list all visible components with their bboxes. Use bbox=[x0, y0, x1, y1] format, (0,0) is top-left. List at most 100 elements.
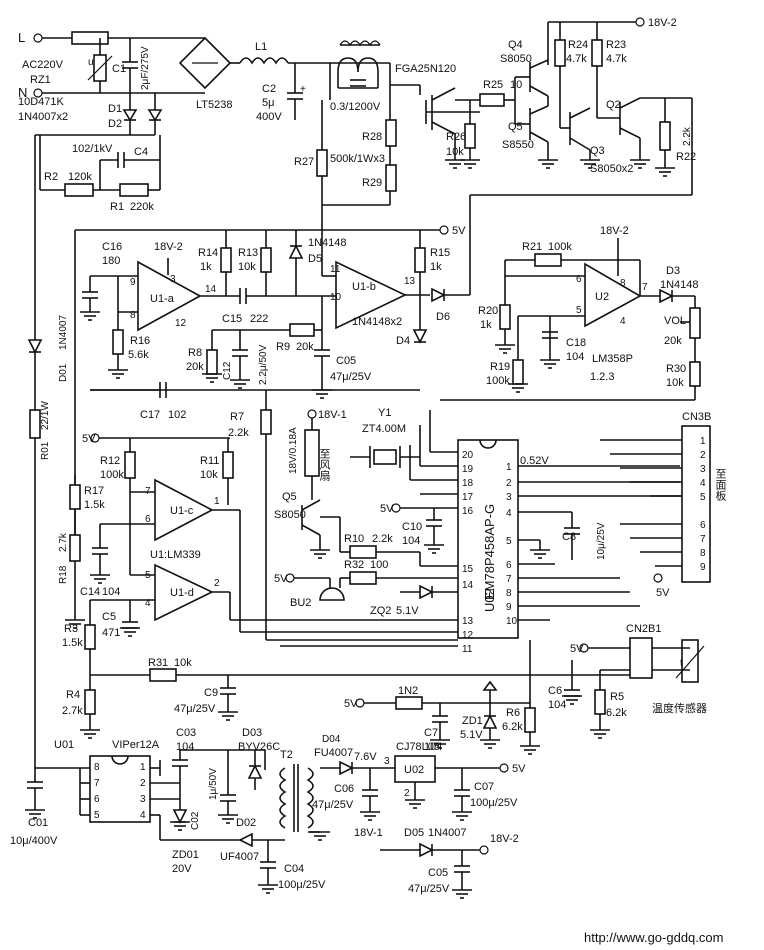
svg-text:1k: 1k bbox=[200, 261, 212, 273]
svg-text:R12: R12 bbox=[100, 455, 120, 467]
resistor-r8 bbox=[206, 349, 218, 375]
svg-text:16: 16 bbox=[462, 506, 474, 517]
svg-text:R23: R23 bbox=[606, 39, 626, 51]
source-url: http://www.go-gddq.com bbox=[584, 930, 723, 945]
svg-text:5V: 5V bbox=[452, 225, 466, 237]
svg-text:100k: 100k bbox=[486, 375, 510, 387]
svg-text:471: 471 bbox=[102, 627, 120, 639]
svg-text:1: 1 bbox=[214, 496, 220, 507]
svg-text:1μ/50V: 1μ/50V bbox=[208, 768, 219, 800]
supply-feed: D01 1N4007 R01 22/1W bbox=[27, 135, 69, 768]
svg-text:R9: R9 bbox=[276, 341, 290, 353]
svg-text:2: 2 bbox=[140, 778, 146, 789]
resistor-r7 bbox=[260, 409, 272, 435]
resistor-r30 bbox=[689, 361, 701, 387]
resistor-r22 bbox=[659, 121, 671, 151]
svg-text:100μ/25V: 100μ/25V bbox=[278, 879, 326, 891]
fan-relay bbox=[304, 429, 320, 477]
svg-text:C15: C15 bbox=[222, 313, 242, 325]
svg-text:47μ/25V: 47μ/25V bbox=[408, 883, 450, 895]
resistor-r27 bbox=[316, 149, 328, 177]
svg-text:10k: 10k bbox=[446, 146, 464, 158]
panel-label: 至面板 bbox=[714, 468, 727, 502]
resistor-r6 bbox=[524, 707, 536, 733]
svg-text:7: 7 bbox=[94, 778, 100, 789]
resistor-r01 bbox=[29, 409, 41, 439]
svg-text:1k: 1k bbox=[480, 319, 492, 331]
svg-text:+: + bbox=[300, 84, 306, 95]
svg-text:R28: R28 bbox=[362, 131, 382, 143]
svg-text:C2: C2 bbox=[262, 83, 276, 95]
diode-d4 bbox=[412, 329, 428, 344]
svg-text:4: 4 bbox=[700, 478, 706, 489]
svg-text:13: 13 bbox=[404, 276, 416, 287]
resistor-r32 bbox=[349, 571, 377, 585]
regulator-u02 bbox=[394, 755, 436, 783]
svg-text:5V: 5V bbox=[656, 587, 670, 599]
svg-text:R29: R29 bbox=[362, 177, 382, 189]
svg-text:3: 3 bbox=[384, 756, 390, 767]
svg-text:D5: D5 bbox=[308, 253, 322, 265]
svg-text:R13: R13 bbox=[238, 247, 258, 259]
svg-text:47μ/25V: 47μ/25V bbox=[330, 371, 372, 383]
svg-text:4: 4 bbox=[620, 316, 626, 327]
svg-text:R10: R10 bbox=[344, 533, 364, 545]
opamp-u2-section: 18V-2 R21 100k U2 6 5 8 7 4 LM358P 1.2.3… bbox=[440, 225, 701, 401]
svg-text:2.2k: 2.2k bbox=[682, 126, 693, 146]
resistor-r3 bbox=[84, 624, 96, 650]
svg-text:UF4007: UF4007 bbox=[220, 851, 259, 863]
resistor-r1 bbox=[119, 183, 149, 197]
svg-text:7.6V: 7.6V bbox=[354, 751, 377, 763]
svg-text:10k: 10k bbox=[238, 261, 256, 273]
svg-text:R17: R17 bbox=[84, 485, 104, 497]
svg-text:20V: 20V bbox=[172, 863, 192, 875]
svg-text:8: 8 bbox=[620, 278, 626, 289]
svg-text:100k: 100k bbox=[100, 469, 124, 481]
svg-text:5μ: 5μ bbox=[262, 97, 274, 109]
comparator-cd: 5V R12 100k R11 10k R7 2.2k U1-c 7 6 1 U… bbox=[58, 390, 630, 730]
svg-text:104: 104 bbox=[176, 741, 194, 753]
resistor-r17 bbox=[69, 484, 81, 510]
svg-text:R8: R8 bbox=[188, 347, 202, 359]
svg-text:C01: C01 bbox=[28, 817, 48, 829]
diode-d2 bbox=[147, 109, 163, 122]
svg-text:17: 17 bbox=[462, 492, 474, 503]
svg-text:400V: 400V bbox=[256, 111, 282, 123]
mains-input: L N AC220V u RZ1 10D471K C1 2μF/275V LT5… bbox=[18, 30, 330, 136]
resistor-r23 bbox=[591, 39, 603, 67]
diode-d04 bbox=[339, 760, 354, 776]
svg-text:2: 2 bbox=[404, 788, 410, 799]
svg-text:R3: R3 bbox=[64, 623, 78, 635]
svg-text:C4: C4 bbox=[134, 146, 148, 158]
svg-text:Q4: Q4 bbox=[508, 39, 523, 51]
svg-text:4: 4 bbox=[506, 508, 512, 519]
svg-text:R11: R11 bbox=[200, 455, 219, 467]
svg-text:Q3: Q3 bbox=[590, 145, 605, 157]
svg-text:4: 4 bbox=[140, 810, 146, 821]
svg-text:C16: C16 bbox=[102, 241, 122, 253]
svg-text:C05: C05 bbox=[428, 867, 448, 879]
svg-text:10k: 10k bbox=[666, 377, 684, 389]
svg-text:1: 1 bbox=[700, 436, 706, 447]
opamp-u1-b bbox=[335, 260, 407, 330]
svg-text:6: 6 bbox=[700, 520, 706, 531]
svg-text:7: 7 bbox=[506, 574, 512, 585]
svg-text:5V: 5V bbox=[274, 573, 288, 585]
svg-text:CN3B: CN3B bbox=[682, 411, 711, 423]
svg-text:10: 10 bbox=[510, 79, 522, 91]
svg-text:47μ/25V: 47μ/25V bbox=[312, 799, 354, 811]
resistor-r18 bbox=[69, 534, 81, 562]
diode-d5 bbox=[288, 244, 304, 259]
svg-text:C6: C6 bbox=[548, 685, 562, 697]
svg-text:R32: R32 bbox=[344, 559, 364, 571]
svg-text:47μ/25V: 47μ/25V bbox=[174, 703, 216, 715]
thermistor bbox=[681, 639, 699, 683]
resistor-r24 bbox=[554, 39, 566, 67]
svg-text:S8050: S8050 bbox=[274, 509, 306, 521]
svg-text:0.52V: 0.52V bbox=[520, 455, 549, 467]
diode-d05 bbox=[419, 842, 434, 858]
svg-text:1N4148x2: 1N4148x2 bbox=[352, 316, 402, 328]
svg-text:5: 5 bbox=[506, 536, 512, 547]
